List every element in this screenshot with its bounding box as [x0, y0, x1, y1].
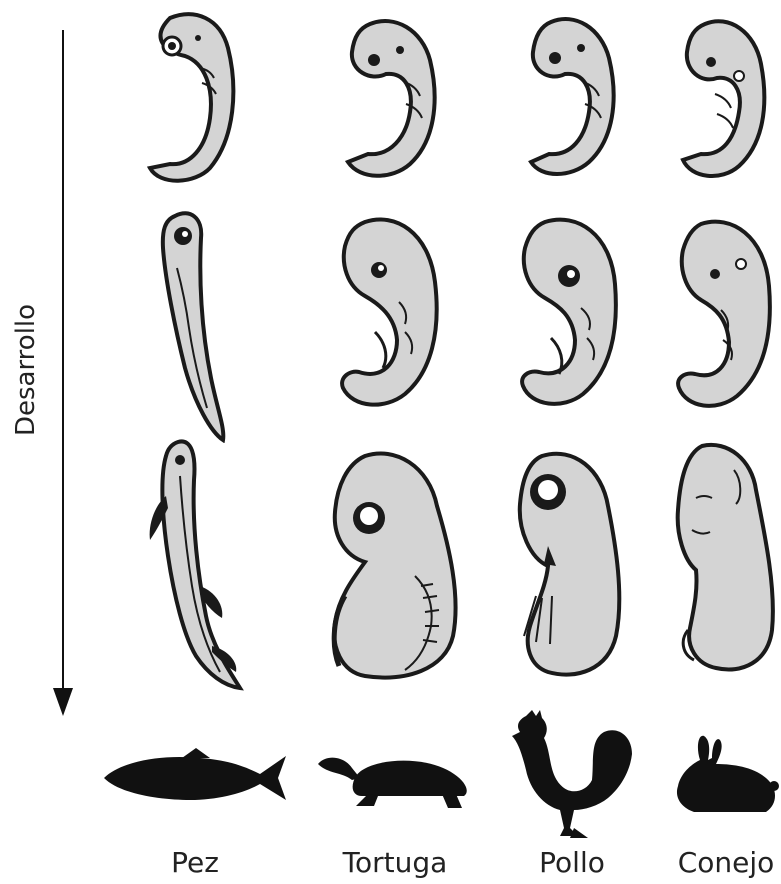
rabbit-label: Conejo [678, 846, 775, 879]
turtle-label: Tortuga [343, 846, 448, 879]
chicken-label: Pollo [539, 846, 605, 879]
turtle-embryo-late [325, 446, 465, 686]
chicken-embryo-early [515, 12, 625, 182]
rabbit-embryo-early [675, 14, 775, 184]
fish-icon [100, 748, 290, 808]
fish-label: Pez [171, 846, 219, 879]
rooster-icon [508, 710, 638, 842]
turtle-icon [316, 748, 476, 810]
fish-embryo-middle [155, 208, 235, 443]
turtle-embryo-middle [335, 212, 445, 412]
turtle-embryo-early [330, 12, 450, 182]
fish-embryo-early [140, 8, 250, 188]
rabbit-icon [670, 734, 780, 816]
chicken-embryo-middle [515, 212, 625, 412]
chicken-embryo-late [512, 446, 632, 686]
rabbit-embryo-late [672, 440, 780, 680]
rabbit-embryo-middle [675, 214, 775, 414]
fish-embryo-late [140, 436, 250, 696]
